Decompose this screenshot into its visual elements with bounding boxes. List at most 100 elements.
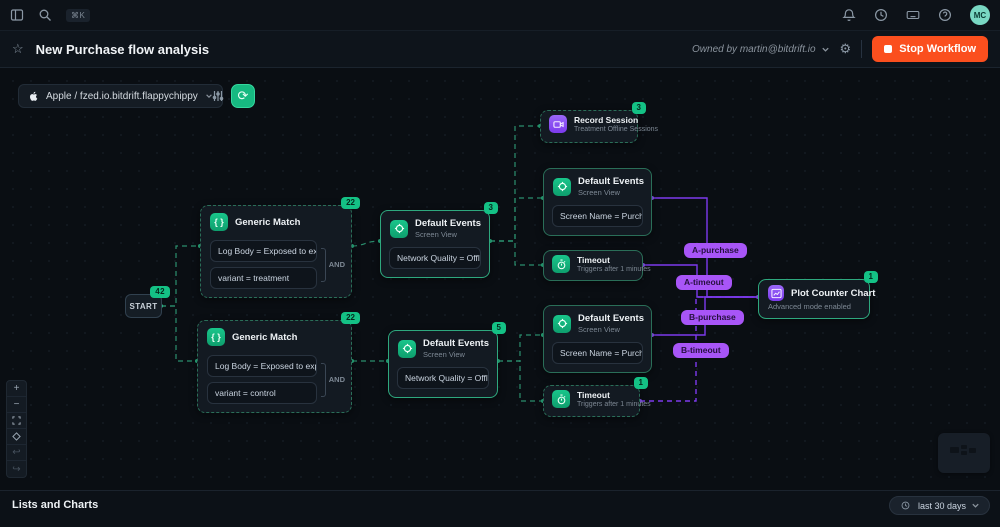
- settings-gear-icon[interactable]: ⚙: [839, 41, 852, 56]
- node-subtitle: Screen View: [423, 350, 465, 359]
- zoom-out-button[interactable]: −: [7, 397, 26, 413]
- node-count-badge: 22: [341, 197, 360, 209]
- condition-row[interactable]: Screen Name = Purchase: [552, 205, 643, 227]
- video-camera-icon: [549, 115, 567, 133]
- sliders-icon: [212, 91, 224, 101]
- condition-row[interactable]: Screen Name = Purchase: [552, 342, 643, 364]
- node-title: Default Events: [415, 218, 481, 229]
- condition-row[interactable]: Log Body = Exposed to experiment: [207, 355, 317, 377]
- fit-view-icon: [12, 416, 21, 425]
- chevron-down-icon: [205, 92, 213, 100]
- and-bracket: [320, 362, 326, 397]
- owner-dropdown[interactable]: Owned by martin@bitdrift.io: [692, 44, 830, 55]
- node-generic-match-b[interactable]: 22 { } Generic Match Log Body = Exposed …: [197, 312, 360, 413]
- time-range-label: last 30 days: [917, 500, 966, 511]
- edge-label-b-purchase[interactable]: B-purchase: [681, 310, 744, 325]
- user-avatar[interactable]: MC: [970, 5, 990, 25]
- time-range-dropdown[interactable]: last 30 days: [888, 496, 990, 515]
- zoom-in-button[interactable]: +: [7, 381, 26, 397]
- node-generic-match-a[interactable]: 22 { } Generic Match Log Body = Exposed …: [200, 197, 360, 298]
- keyboard-shortcuts-icon[interactable]: [906, 8, 920, 22]
- node-title: Plot Counter Chart: [791, 287, 876, 299]
- sidebar-toggle-icon[interactable]: [10, 8, 24, 22]
- node-plot-counter-chart[interactable]: 1 Plot Counter Chart Advanced mode enabl…: [758, 271, 878, 319]
- workflow-header: ☆ New Purchase flow analysis Owned by ma…: [0, 30, 1000, 68]
- node-record-session[interactable]: 3 Record Session Treatment Offline Sessi…: [540, 102, 659, 143]
- minimap[interactable]: [938, 433, 990, 473]
- node-subtitle: Screen View: [415, 230, 457, 239]
- start-label: START: [129, 301, 158, 311]
- divider: [861, 40, 863, 58]
- search-icon[interactable]: [38, 8, 52, 22]
- apple-logo-icon: [28, 91, 39, 102]
- minimap-node: [950, 447, 959, 453]
- undo-button[interactable]: ↩: [7, 445, 26, 461]
- stopwatch-icon: [552, 255, 570, 273]
- fit-view-button[interactable]: [7, 413, 26, 429]
- stop-icon: [884, 45, 893, 53]
- node-count-badge: 42: [150, 286, 170, 298]
- chart-icon: [768, 285, 784, 301]
- notifications-bell-icon[interactable]: [842, 8, 856, 22]
- node-title: Generic Match: [232, 331, 298, 343]
- and-operator: AND: [328, 375, 345, 384]
- node-timeout-b[interactable]: 1 Timeout Triggers after 1 minutes: [543, 377, 651, 417]
- node-title: Default Events: [578, 313, 644, 324]
- and-operator: AND: [328, 260, 345, 269]
- node-count-badge: 3: [483, 202, 498, 214]
- edge-label-b-timeout[interactable]: B-timeout: [673, 343, 729, 358]
- node-title: Generic Match: [235, 216, 301, 228]
- event-icon: [398, 339, 416, 358]
- node-subtitle: Triggers after 1 minutes: [577, 266, 651, 273]
- top-bar: ⌘K MC: [0, 0, 1000, 30]
- node-purchase-a[interactable]: Default Events Screen View Screen Name =…: [543, 168, 652, 236]
- node-start[interactable]: 42 START: [125, 286, 170, 318]
- node-title: Record Session: [574, 115, 639, 125]
- pointer-mode-button[interactable]: [7, 429, 26, 445]
- event-icon: [390, 219, 408, 238]
- condition-row[interactable]: variant = control: [207, 382, 317, 404]
- history-clock-icon[interactable]: [874, 8, 888, 22]
- app-selector-label: Apple / fzed.io.bitdrift.flappychippy: [46, 90, 198, 102]
- node-subtitle: Screen View: [578, 188, 620, 197]
- node-default-events-b[interactable]: 5 Default Events Screen View Network Qua…: [388, 322, 506, 398]
- redo-button[interactable]: ↪: [7, 461, 26, 477]
- filters-button[interactable]: [207, 86, 229, 106]
- stop-workflow-button[interactable]: Stop Workflow: [872, 36, 988, 62]
- minimap-node: [961, 445, 967, 449]
- node-subtitle: Treatment Offline Sessions: [574, 126, 659, 133]
- favorite-star-icon[interactable]: ☆: [12, 41, 24, 56]
- condition-row[interactable]: variant = treatment: [210, 267, 317, 289]
- clock-icon: [899, 499, 913, 513]
- node-count-badge: 1: [633, 377, 648, 389]
- help-icon[interactable]: [938, 8, 952, 22]
- node-title: Timeout: [577, 390, 610, 400]
- node-subtitle: Triggers after 1 minutes: [577, 401, 651, 408]
- node-subtitle: Advanced mode enabled: [768, 302, 851, 311]
- node-count-badge: 22: [341, 312, 360, 324]
- edge-label-a-purchase[interactable]: A-purchase: [684, 243, 747, 258]
- condition-row[interactable]: Log Body = Exposed to experiment: [210, 240, 317, 262]
- node-count-badge: 5: [491, 322, 506, 334]
- stopwatch-icon: [552, 390, 570, 408]
- refresh-button[interactable]: ⟳: [231, 84, 255, 108]
- stop-workflow-label: Stop Workflow: [899, 43, 976, 55]
- pointer-icon: [12, 432, 21, 441]
- refresh-icon: ⟳: [237, 88, 249, 103]
- node-title: Timeout: [577, 255, 610, 265]
- node-count-badge: 1: [863, 271, 878, 283]
- braces-icon: { }: [210, 213, 228, 231]
- and-bracket: [320, 247, 326, 282]
- node-title: Default Events: [423, 338, 489, 349]
- node-subtitle: Screen View: [578, 325, 620, 334]
- node-timeout-a[interactable]: Timeout Triggers after 1 minutes: [543, 250, 651, 281]
- node-default-events-a[interactable]: 3 Default Events Screen View Network Qua…: [380, 202, 498, 278]
- edge-label-a-timeout[interactable]: A-timeout: [676, 275, 732, 290]
- condition-row[interactable]: Network Quality = Offline: [397, 367, 489, 389]
- chevron-down-icon: [971, 501, 980, 510]
- app-selector-dropdown[interactable]: Apple / fzed.io.bitdrift.flappychippy: [18, 84, 223, 108]
- node-purchase-b[interactable]: Default Events Screen View Screen Name =…: [543, 305, 652, 373]
- condition-row[interactable]: Network Quality = Offline: [389, 247, 481, 269]
- node-count-badge: 3: [631, 102, 646, 114]
